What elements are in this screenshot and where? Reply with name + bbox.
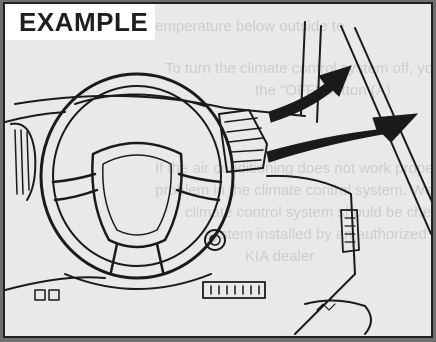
airflow-arrow-icon xyxy=(267,114,417,162)
airflow-arrow-icon xyxy=(269,66,351,122)
center-switch-panel xyxy=(203,282,265,298)
figure-label: EXAMPLE xyxy=(5,4,155,40)
steering-hub xyxy=(92,143,181,247)
door-switch xyxy=(341,210,359,252)
switch-left xyxy=(35,290,45,300)
example-figure: emperature below outside te To turn the … xyxy=(3,2,433,338)
dashboard-illustration xyxy=(5,4,433,338)
